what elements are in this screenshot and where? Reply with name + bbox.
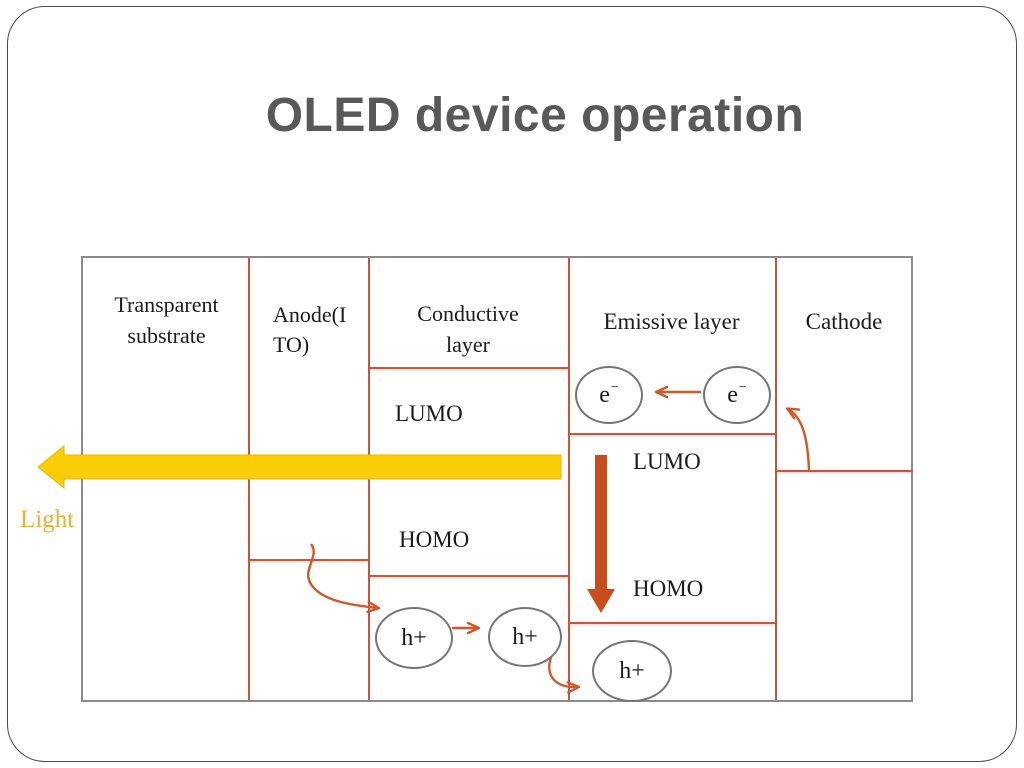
label-line: TO) — [273, 332, 310, 357]
hole-circle: h+ — [375, 607, 453, 669]
label-line: Anode(I — [273, 302, 347, 327]
label-line: Conductive — [417, 301, 519, 326]
emissive-lumo-label: LUMO — [633, 449, 701, 474]
label-line: layer — [446, 332, 490, 357]
electron-symbol: e — [599, 381, 610, 408]
hole-circle: h+ — [488, 607, 562, 667]
divider-substrate-anode — [248, 258, 250, 700]
anode-level-line — [248, 559, 368, 561]
electron-circle: e− — [575, 366, 643, 424]
label-conductive-layer: Conductive layer — [368, 298, 568, 360]
emissive-lumo-line — [568, 433, 775, 435]
hole-symbol: h+ — [512, 623, 538, 650]
electron-circle: e− — [703, 366, 771, 424]
hole-symbol: h+ — [619, 657, 645, 684]
label-transparent-substrate: Transparent substrate — [85, 289, 248, 351]
cathode-level-line — [775, 470, 913, 472]
electron-symbol: e — [727, 381, 738, 408]
light-label: Light — [20, 506, 75, 533]
label-cathode: Cathode — [805, 309, 883, 334]
page-title: OLED device operation — [265, 89, 805, 142]
label-anode-ito: Anode(I TO) — [273, 300, 365, 360]
divider-conductive-emissive — [568, 258, 570, 700]
slide-border — [7, 6, 1017, 762]
divider-emissive-cathode — [775, 258, 777, 700]
hole-symbol: h+ — [401, 624, 427, 651]
conductive-lumo-label: LUMO — [395, 401, 463, 426]
label-line: Transparent — [114, 292, 219, 317]
label-line: substrate — [127, 323, 206, 348]
oled-layer-diagram: Transparent substrate Anode(I TO) Conduc… — [81, 256, 913, 702]
emissive-homo-label: HOMO — [633, 576, 704, 601]
emissive-homo-line — [568, 622, 775, 624]
label-emissive-layer: Emissive layer — [603, 309, 740, 334]
conductive-lumo-top-line — [368, 367, 568, 369]
hole-circle: h+ — [592, 640, 672, 702]
conductive-homo-line — [368, 575, 568, 577]
conductive-homo-label: HOMO — [399, 527, 470, 552]
